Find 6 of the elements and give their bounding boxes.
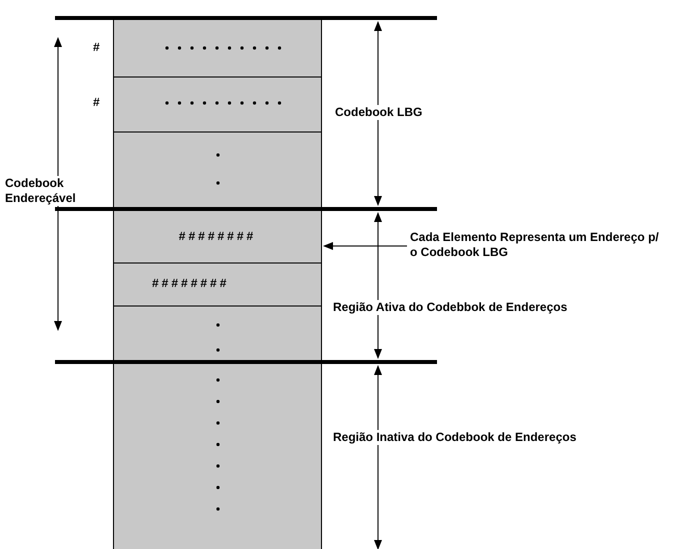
address-marks: ########	[178, 228, 256, 244]
address-marks: ########	[152, 276, 230, 291]
region-label: Codebook LBG	[335, 105, 422, 120]
region-label: Região Ativa do Codebbok de Endereços	[333, 300, 568, 315]
region-label: Região Inativa do Codebook de Endereços	[333, 430, 576, 445]
leader-arrow	[323, 242, 408, 250]
